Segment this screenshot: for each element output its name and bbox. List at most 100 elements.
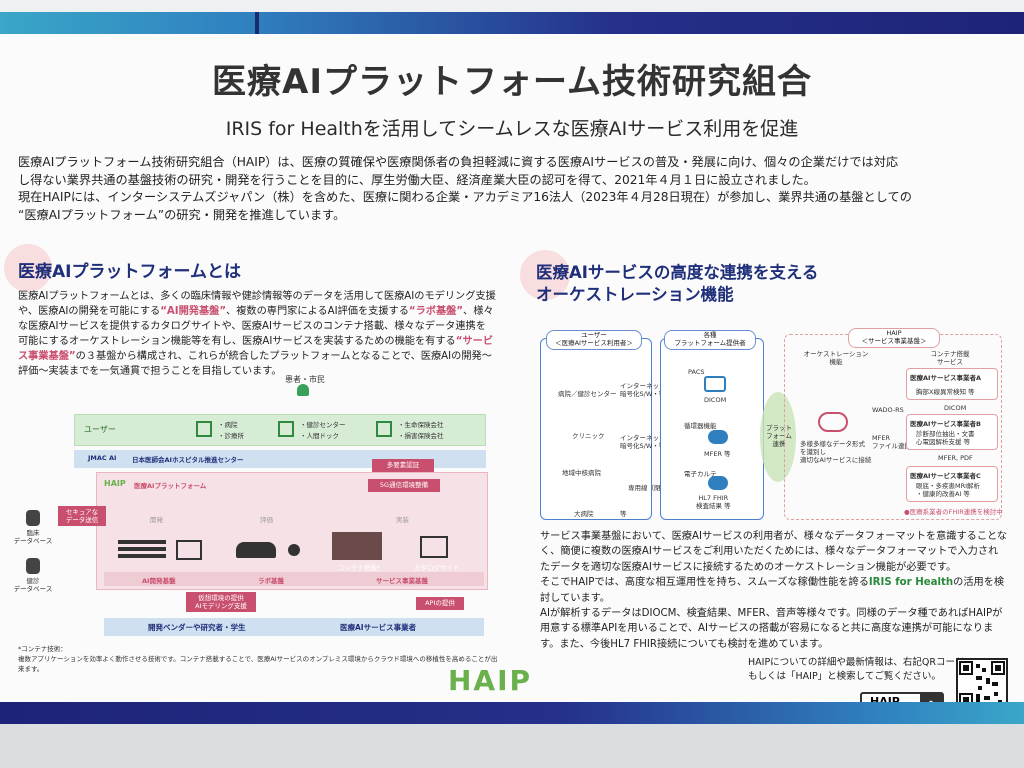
user-dock: ・人間ドック xyxy=(300,432,339,440)
service-c-desc: 眼底・多疾患MRI解析 ・健康的改善AI 等 xyxy=(916,482,981,498)
phase-impl: 実装 xyxy=(396,516,409,524)
service-b-name: 医療AIサービス事業者B xyxy=(910,420,981,428)
user-clinic: ・診療所 xyxy=(218,432,244,440)
right-body-part: そこでHAIPでは、高度な相互運用性を持ち、スムーズな稼働性能を誇る xyxy=(540,577,869,589)
fhir-label: HL7 FHIR 検査結果 等 xyxy=(696,494,731,510)
footnote: *コンテナ技術： 複数アプリケーションを効率よく動作させる技術です。コンテナ搭載… xyxy=(18,644,498,674)
book-icon xyxy=(420,536,448,558)
haip-platform-label: 医療AIプラットフォーム xyxy=(134,482,207,490)
left-body-part: 、複数の専門家によるAI評価を支援する xyxy=(226,306,409,317)
ai-dev-highlight: “AI開発基盤” xyxy=(160,306,227,317)
center-icon xyxy=(278,421,294,437)
platform-column-header: 各種 プラットフォーム提供者 xyxy=(664,330,756,350)
orchestration-desc: 多様多様なデータ形式 を識別し 適切なAIサービスに接続 xyxy=(800,440,872,464)
service-a-name: 医療AIサービス事業者A xyxy=(910,374,981,382)
patients-label: 患者・市民 xyxy=(285,375,325,384)
mfer-label: MFER 等 xyxy=(704,450,731,458)
database-icon xyxy=(26,510,40,526)
lab-base-label: ラボ基盤 xyxy=(258,577,284,585)
base-strip xyxy=(104,572,484,586)
service-b-box xyxy=(906,414,998,450)
user-hospital: ・病院 xyxy=(218,421,238,429)
user-item: 大病院 xyxy=(574,510,594,518)
server-icon xyxy=(118,540,166,560)
right-heading-line: 医療AIサービスの高度な連携を支える xyxy=(536,263,819,282)
laptop-icon xyxy=(176,540,202,560)
contact-line: HAIPについての詳細や最新情報は、右記QRコード、 xyxy=(748,657,974,668)
poster-title: 医療AIプラットフォーム技術研究組合 xyxy=(212,62,812,102)
poster: 医療AIプラットフォーム技術研究組合 IRIS for Healthを活用してシ… xyxy=(0,12,1024,724)
user-life-insurance: ・生命保険会社 xyxy=(398,421,444,429)
right-body-paragraph: サービス事業基盤において、医療AIサービスの利用者が、様々なデータフォーマットを… xyxy=(540,531,1008,573)
hospital-icon xyxy=(196,421,212,437)
secure-transfer-badge: セキュアな データ送信 xyxy=(58,506,106,526)
top-color-band xyxy=(0,12,1024,34)
user-item: 病院／健診センター xyxy=(558,390,617,398)
container-service-label: コンテナ搭載 サービス xyxy=(930,350,970,366)
user-checkup-center: ・健診センター xyxy=(300,421,346,429)
leased-line-label: 専用線（閉域網）・等 xyxy=(628,484,690,492)
bottom-color-band xyxy=(0,702,1024,724)
monitor-icon xyxy=(704,376,726,392)
bottom-actor-band xyxy=(104,618,484,636)
footnote-title: *コンテナ技術： xyxy=(18,645,67,653)
haip-mini-logo: HAIP xyxy=(104,479,126,488)
dicom-label: DICOM xyxy=(704,396,727,404)
user-panel xyxy=(540,338,652,520)
intro-line: し得ない業界共通の基盤技術の研究・開発を行うことを目的に、厚生労働大臣、経済産業… xyxy=(18,172,816,187)
right-body-paragraph: そこでHAIPでは、高度な相互運用性を持ち、スムーズな稼働性能を誇るIRIS f… xyxy=(540,575,1008,606)
cloud-icon xyxy=(708,476,728,490)
jmac-label: 日本医師会AIホスピタル推進センター xyxy=(132,456,244,464)
service-b-format: MFER, PDF xyxy=(938,454,973,462)
service-a-format: DICOM xyxy=(944,404,967,412)
right-heading: 医療AIサービスの高度な連携を支える オーケストレーション機能 xyxy=(536,262,818,306)
5g-badge: 5G通信環境整備 xyxy=(368,479,440,492)
heading-decoration xyxy=(520,250,570,300)
haip-column-header: HAIP ＜サービス事業基盤＞ xyxy=(848,328,940,348)
clinical-db-label: 臨床 データベース xyxy=(13,529,53,545)
contact-line: もしくは「HAIP」と検索してご覧ください。 xyxy=(748,671,941,682)
wado-label: WADO-RS xyxy=(872,406,904,414)
user-item: 地域中核病院 xyxy=(562,469,601,477)
bridge-label: プラット フォーム 連携 xyxy=(766,424,792,448)
person-icon xyxy=(297,384,309,396)
left-body-part: 、様々な医療AIサービスを提供するカタログサイトや、医療AIサービスのコンテナ搭… xyxy=(18,306,494,347)
service-a-desc: 胸部X線異常検知 等 xyxy=(916,388,975,396)
service-highlight: “サービス事業基盤” xyxy=(18,336,494,362)
contact-info: HAIPについての詳細や最新情報は、右記QRコード、 もしくは「HAIP」と検索… xyxy=(748,656,974,684)
user-item: クリニック xyxy=(572,432,605,440)
environment-badge: 仮想環境の提供 AIモデリング支援 xyxy=(186,592,256,612)
orchestration-label: オーケストレーション 機能 xyxy=(803,350,869,366)
phase-eval: 評価 xyxy=(260,516,273,524)
user-column-header: ユーザー ＜医療AIサービス利用者＞ xyxy=(546,330,642,350)
pacs-label: PACS xyxy=(688,368,705,376)
phase-dev: 開発 xyxy=(150,516,163,524)
service-base-label: サービス事業基盤 xyxy=(376,577,428,585)
cloud-icon xyxy=(708,430,728,444)
people-icon xyxy=(236,542,276,558)
container-label: コンテナ搭載* xyxy=(338,564,381,572)
left-body-text: 医療AIプラットフォームとは、多くの臨床情報や健診情報等のデータを活用して医療A… xyxy=(18,289,496,379)
haip-logo: HAIP xyxy=(448,664,533,697)
database-icon xyxy=(26,558,40,574)
jmac-logo: JMAC AI xyxy=(88,454,117,462)
service-b-desc: 診断部位抽出・文書 心電図解析支援 等 xyxy=(916,430,975,446)
right-body-text: サービス事業基盤において、医療AIサービスの利用者が、様々なデータフォーマットを… xyxy=(540,529,1008,652)
service-a-box xyxy=(906,368,998,400)
catalog-label: カタログサイト xyxy=(414,564,460,572)
user-damage-insurance: ・損害保険会社 xyxy=(398,432,444,440)
user-label: ユーザー xyxy=(84,425,116,434)
providers-label: 医療AIサービス事業者 xyxy=(340,623,417,632)
intro-line: 現在HAIPには、インターシステムズジャパン（株）を含めた、医療に関わる企業・ア… xyxy=(18,190,912,204)
bridge-ellipse xyxy=(760,392,796,482)
mfer-link-label: MFER ファイル連携 xyxy=(872,434,911,450)
user-band xyxy=(74,414,486,446)
multi-factor-auth-badge: 多要素認証 xyxy=(372,459,434,472)
intro-line: “医療AIプラットフォーム”の研究・開発を推進しています。 xyxy=(18,207,346,222)
intro-line: 医療AIプラットフォーム技術研究組合（HAIP）は、医療の質確保や医療関係者の負… xyxy=(18,155,899,169)
building-icon xyxy=(376,421,392,437)
service-c-box xyxy=(906,466,998,502)
vpn-label: インターネットVPN+ 暗号化S/W・等 xyxy=(620,434,685,450)
checkup-db-label: 健診 データベース xyxy=(13,577,53,593)
right-body-paragraph: AIが解析するデータはDIOCM、検査結果、MFER、音声等様々です。同様のデー… xyxy=(540,608,1003,650)
